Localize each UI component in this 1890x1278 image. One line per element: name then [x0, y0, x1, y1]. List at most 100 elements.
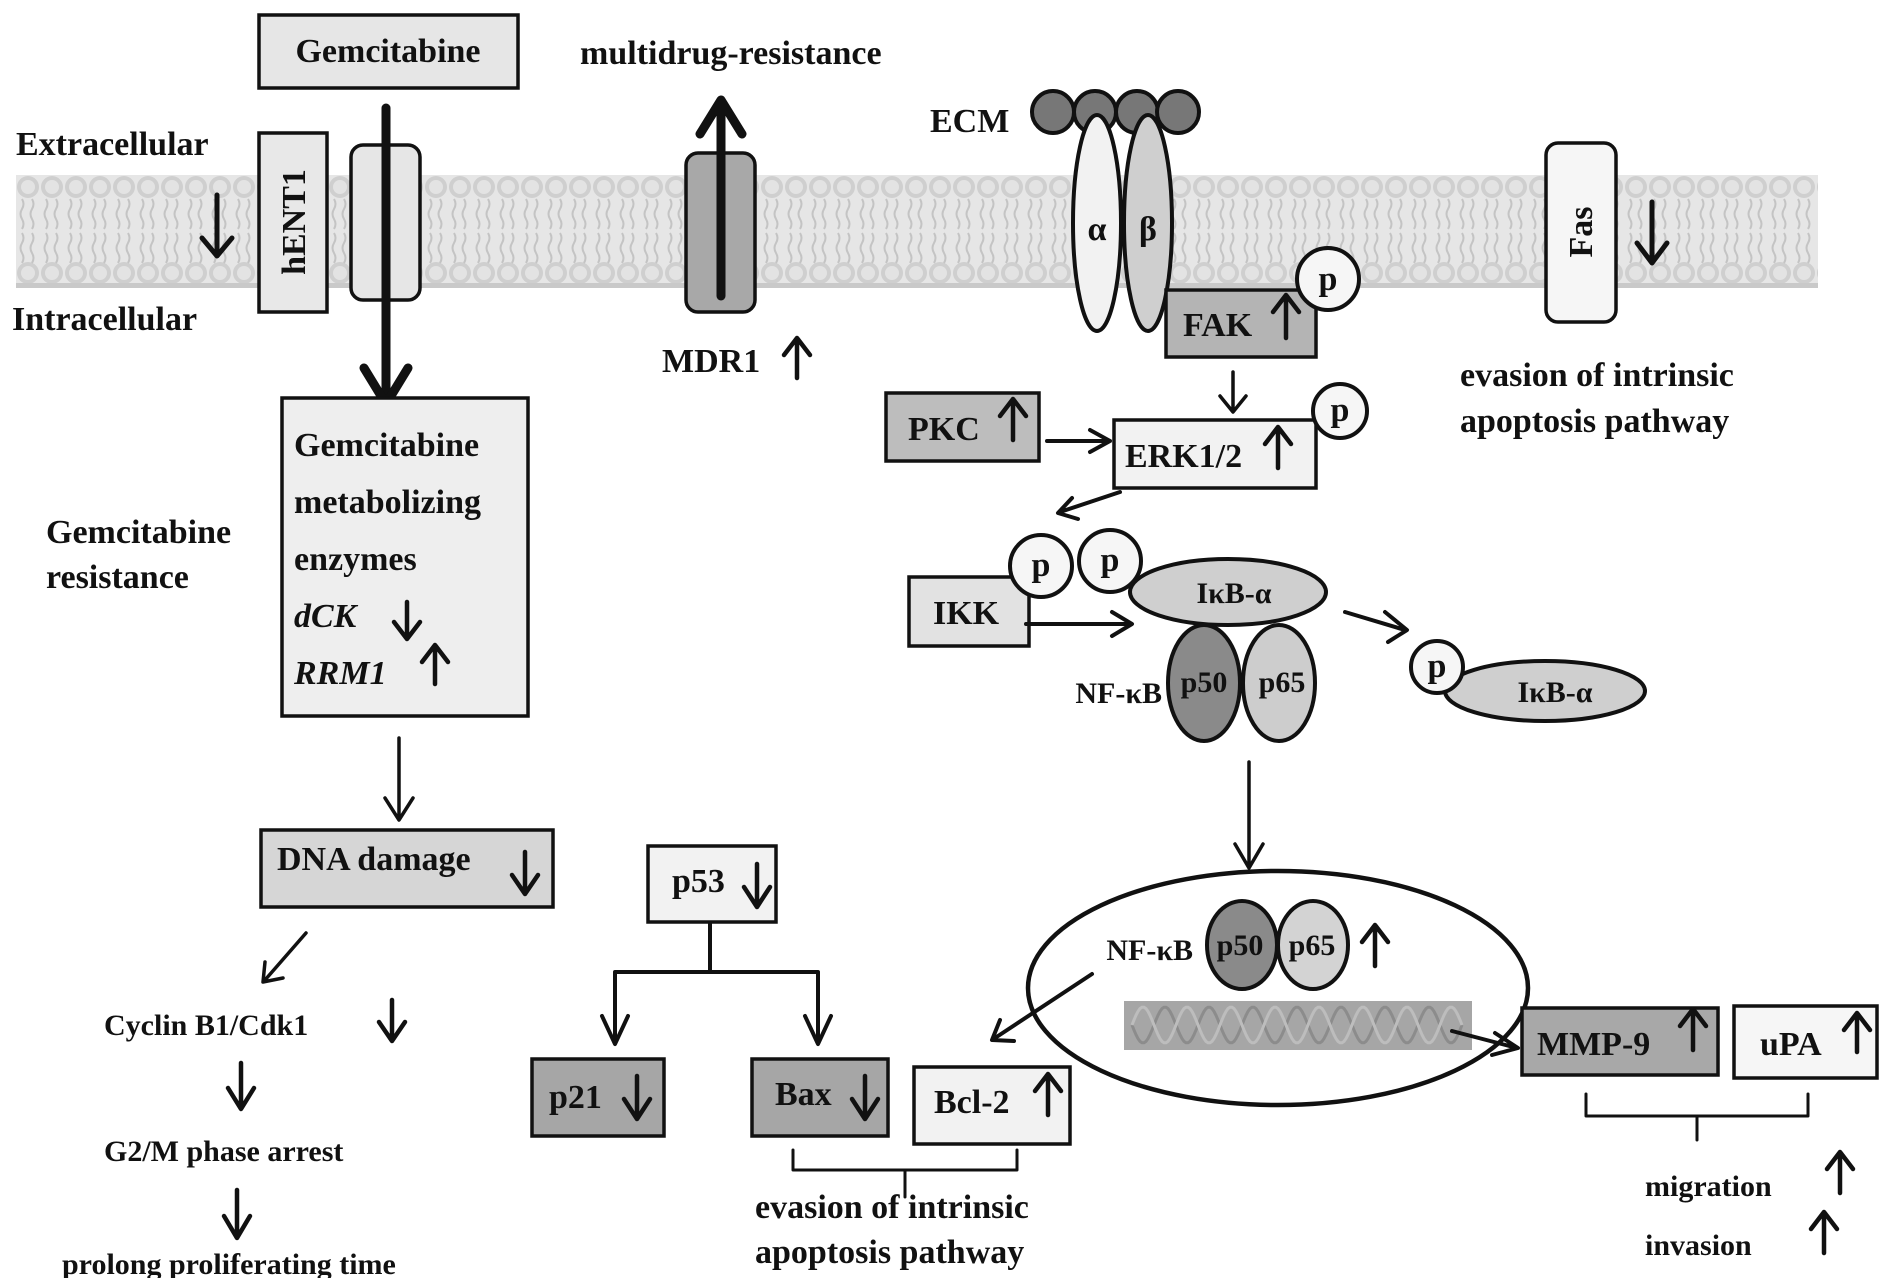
cytoplasmic-nfkb-label: NF-κB [1075, 677, 1162, 710]
intracellular-label: Intracellular [12, 301, 197, 338]
pkc-label: PKC [908, 411, 980, 448]
ecm-bead [1155, 89, 1201, 135]
rrm1-label: RRM1 [293, 655, 387, 692]
ecm-label: ECM [930, 103, 1009, 140]
p53-label: p53 [672, 863, 725, 900]
fak-up-arrow-icon [1270, 292, 1302, 341]
integrin-alpha-label: α [1088, 211, 1107, 248]
enzymes-line1: Gemcitabine [294, 427, 479, 464]
ikk-phospho-circle-2 [1077, 528, 1143, 594]
ikk-phospho-label-1: p [1032, 547, 1051, 584]
upa-up-arrow-icon [1841, 1010, 1873, 1055]
fak-phospho-label: p [1319, 261, 1338, 298]
ikk-label: IKK [933, 595, 1000, 632]
p21-down-arrow-icon [621, 1073, 653, 1122]
cytoplasmic-p65 [1241, 623, 1317, 743]
g2m-label: G2/M phase arrest [104, 1135, 343, 1168]
p53-branch-lines [600, 922, 833, 1046]
ikb-release-arrow [1343, 610, 1409, 644]
nuclear-nfkb-label: NF-κB [1106, 934, 1193, 967]
integrin-beta-label: β [1139, 211, 1157, 248]
ikb-alpha-label: IκB-α [1196, 577, 1271, 610]
pkc-to-erk-arrow [1045, 428, 1112, 454]
multidrug-resistance-label: multidrug-resistance [580, 35, 882, 72]
migration-label: migration [1645, 1170, 1772, 1203]
ikk-box [907, 575, 1031, 648]
fak-to-erk-arrow [1218, 370, 1248, 414]
cyclin-to-g2m-arrow [225, 1060, 257, 1112]
enzymes-line3: enzymes [294, 541, 417, 578]
integrin-beta [1122, 113, 1174, 333]
erk-phospho-label: p [1331, 392, 1350, 429]
fas-receptor [1544, 141, 1618, 324]
ecm-molecules [1030, 89, 1201, 135]
nuclear-nfkb-up-arrow-icon [1359, 922, 1391, 969]
migration-up-arrow-icon [1824, 1149, 1856, 1196]
erk-to-ikk-arrow [1056, 490, 1122, 521]
fas-outcome-line1: evasion of intrinsic [1460, 357, 1734, 394]
nuclear-p65 [1276, 899, 1350, 991]
hent1-down-arrow-icon [199, 192, 235, 259]
cytoplasmic-p50 [1166, 623, 1242, 743]
apoptosis-outcome-line2: apoptosis pathway [755, 1234, 1024, 1271]
enzymes-to-dna-damage-arrow [383, 736, 415, 822]
dna-damage-box [259, 828, 555, 909]
hent1-label: hENT1 [276, 169, 313, 275]
hent1-transporter [257, 131, 329, 314]
mdr1-efflux-arrow [695, 95, 747, 301]
g2m-to-outcome-arrow [221, 1187, 253, 1241]
cytoplasmic-p50-label: p50 [1181, 666, 1228, 699]
nfkb-translocation-arrow [1233, 760, 1265, 870]
metabolizing-enzymes-box [280, 396, 530, 718]
gemcitabine-resistance-line1: Gemcitabine [46, 514, 231, 551]
invasion-bracket [1584, 1092, 1810, 1142]
bax-label: Bax [775, 1076, 832, 1113]
pkc-up-arrow-icon [997, 396, 1029, 443]
mdr1-up-arrow-icon [781, 335, 813, 381]
ikk-phospho-label-2: p [1101, 542, 1120, 579]
gemcitabine-label: Gemcitabine [295, 33, 480, 70]
enzymes-line2: metabolizing [294, 484, 481, 521]
fas-down-arrow-icon [1634, 199, 1670, 266]
fak-phospho-circle [1295, 246, 1361, 312]
dna-helix [1124, 1001, 1472, 1050]
mdr1-label: MDR1 [662, 343, 760, 380]
p53-down-arrow-icon [741, 861, 773, 910]
gemcitabine-resistance-line2: resistance [46, 559, 189, 596]
erk-label: ERK1/2 [1125, 438, 1242, 475]
dck-down-arrow-icon [391, 599, 423, 642]
fas-outcome-line2: apoptosis pathway [1460, 403, 1729, 440]
free-ikb-phospho-label: p [1428, 648, 1447, 685]
upa-label: uPA [1760, 1026, 1822, 1063]
dna-damage-label: DNA damage [277, 841, 471, 878]
extracellular-label: Extracellular [16, 126, 209, 163]
apoptosis-bracket [791, 1148, 1019, 1199]
dna-to-mmp9-arrow [1450, 1029, 1520, 1057]
cyclin-label: Cyclin B1/Cdk1 [104, 1009, 308, 1042]
invasion-up-arrow-icon [1808, 1209, 1840, 1256]
erk-up-arrow-icon [1262, 424, 1294, 471]
p21-box [530, 1057, 666, 1138]
bax-down-arrow-icon [849, 1073, 881, 1122]
cyclin-down-arrow-icon [376, 997, 408, 1044]
bcl2-label: Bcl-2 [934, 1084, 1010, 1121]
ikb-alpha-bound [1128, 557, 1328, 627]
gemcitabine-box [257, 13, 520, 90]
ikk-phospho-circle-1 [1008, 533, 1074, 599]
fak-label: FAK [1183, 307, 1253, 344]
ikk-to-ikb-arrow [1024, 610, 1134, 638]
fas-label: Fas [1563, 207, 1600, 258]
free-ikb-phospho-circle [1409, 639, 1465, 695]
proliferation-outcome-label: prolong proliferating time [62, 1248, 396, 1278]
cytoplasmic-p65-label: p65 [1259, 666, 1306, 699]
apoptosis-outcome-line1: evasion of intrinsic [755, 1189, 1029, 1226]
rrm1-up-arrow-icon [419, 642, 451, 687]
nucleus [1025, 868, 1531, 1108]
free-ikb-alpha-label: IκB-α [1517, 676, 1592, 709]
mmp9-label: MMP-9 [1537, 1026, 1650, 1063]
dna-damage-to-cyclin-arrow [261, 931, 308, 984]
dna-damage-down-arrow-icon [509, 849, 541, 897]
p21-label: p21 [549, 1079, 602, 1116]
